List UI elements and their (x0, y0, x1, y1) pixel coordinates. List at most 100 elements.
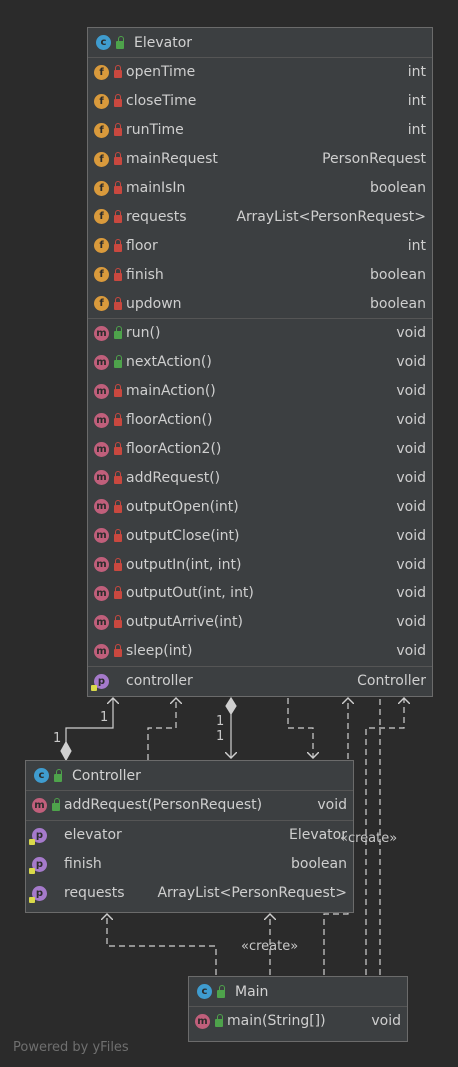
field-icon: f (94, 238, 109, 254)
method-icon: m (94, 383, 109, 399)
method-icon: m (94, 354, 109, 370)
private-lock-icon (114, 296, 122, 310)
pin-icon (29, 896, 35, 903)
field-icon: f (94, 267, 109, 283)
method-row[interactable]: m run() void (88, 319, 432, 348)
field-icon: f (94, 296, 109, 312)
member-type: boolean (370, 180, 426, 196)
method-row[interactable]: m nextAction() void (88, 348, 432, 377)
method-icon: m (94, 528, 109, 544)
member-type: void (396, 556, 426, 573)
member-name: run() (126, 325, 161, 342)
pin-icon (91, 684, 97, 691)
edge-main-elevator-create-1 (323, 698, 348, 975)
class-header: c Main (189, 977, 407, 1007)
member-type: void (396, 354, 426, 371)
public-lock-icon (215, 1014, 223, 1028)
member-name: updown (126, 295, 182, 312)
property-icon: p (29, 856, 47, 874)
member-name: outputOpen(int) (126, 498, 239, 515)
edge-elevator-controller-dependency (287, 698, 313, 758)
member-name: main(String[]) (227, 1013, 326, 1030)
class-icon: c (96, 35, 111, 50)
private-lock-icon (114, 615, 122, 629)
member-name: finish (64, 856, 102, 873)
multiplicity-label: 1 (100, 710, 109, 725)
member-type: boolean (291, 856, 347, 873)
composition-diamond-controller (60, 740, 72, 762)
public-lock-icon (114, 326, 122, 340)
method-icon: m (94, 325, 109, 341)
private-lock-icon (114, 152, 122, 166)
member-type: Elevator (288, 827, 347, 844)
member-type: ArrayList<PersonRequest> (157, 885, 347, 902)
member-name: nextAction() (126, 354, 212, 371)
member-name: runTime (126, 122, 184, 139)
property-icon: p (29, 885, 47, 903)
member-name: elevator (64, 827, 122, 844)
method-icon: m (94, 499, 109, 515)
member-type: void (396, 614, 426, 631)
field-row[interactable]: f updown boolean (88, 289, 432, 318)
field-icon: f (94, 209, 109, 225)
member-type: void (396, 441, 426, 458)
private-lock-icon (114, 499, 122, 513)
member-type: boolean (370, 266, 426, 283)
method-icon: m (94, 643, 109, 659)
member-name: requests (64, 885, 125, 902)
private-lock-icon (114, 65, 122, 79)
edge-controller-elevator-dependency (147, 698, 176, 760)
public-lock-icon (116, 35, 124, 49)
private-lock-icon (114, 238, 122, 252)
member-name: outputOut(int, int) (126, 585, 254, 602)
public-lock-icon (114, 355, 122, 369)
member-type: void (371, 1013, 401, 1030)
method-icon: m (94, 585, 109, 601)
member-name: addRequest() (126, 469, 221, 486)
member-type: void (396, 383, 426, 400)
pin-icon (29, 867, 35, 874)
member-type: boolean (370, 295, 426, 312)
member-type: void (396, 325, 426, 342)
class-title: Main (235, 983, 269, 1000)
member-name: floor (126, 237, 158, 254)
method-icon: m (94, 412, 109, 428)
private-lock-icon (114, 644, 122, 658)
private-lock-icon (114, 470, 122, 484)
private-lock-icon (114, 209, 122, 223)
field-icon: f (94, 151, 109, 167)
property-row[interactable]: p requests ArrayList<PersonRequest> (26, 879, 353, 908)
class-icon: c (197, 984, 212, 999)
member-name: requests (126, 208, 187, 225)
private-lock-icon (114, 528, 122, 542)
